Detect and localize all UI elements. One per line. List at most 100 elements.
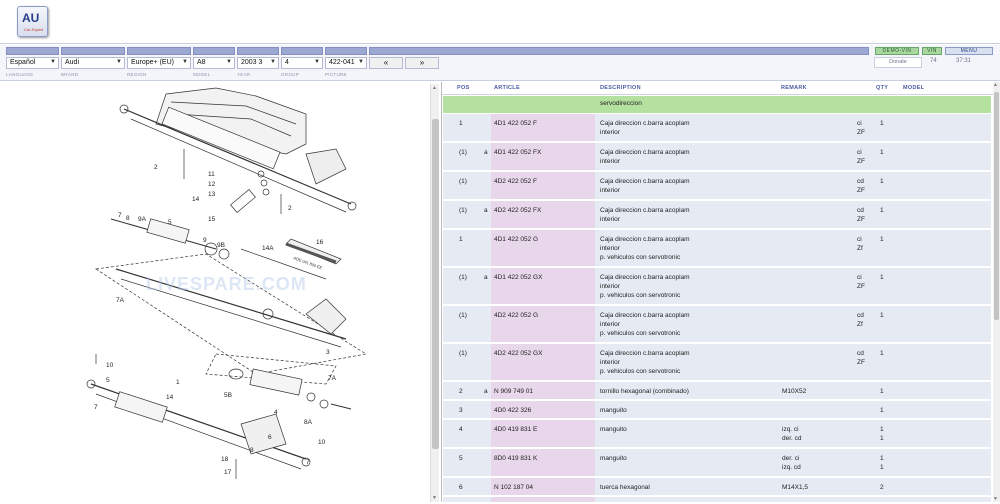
watermark: LIVESPARE.COM	[146, 274, 307, 294]
scroll-down-icon[interactable]: ▼	[993, 496, 998, 502]
diagram-label[interactable]: 16	[316, 239, 324, 246]
demo-vin-button[interactable]: DEMO-VIN	[875, 47, 919, 55]
diagram-label[interactable]: 8	[250, 447, 254, 454]
year-select[interactable]: 2003 3▼	[237, 57, 279, 69]
group-select[interactable]: 4▼	[281, 57, 323, 69]
diagram-label[interactable]: 13	[208, 191, 216, 198]
diagram-label[interactable]: 9A	[138, 216, 147, 223]
diagram-label[interactable]: 10	[106, 362, 114, 369]
diagram-label[interactable]: 8A	[304, 419, 313, 426]
diagram-label[interactable]: 9B	[217, 242, 225, 249]
diagram-label[interactable]: 8	[126, 215, 130, 222]
diagram-label[interactable]: 7A	[328, 375, 337, 382]
diagram-label[interactable]: 2	[154, 164, 158, 171]
article-cell: 4D2 422 052 F	[494, 178, 538, 185]
diagram-label[interactable]: 5	[168, 219, 172, 226]
description-cell: interior	[600, 283, 620, 290]
chevron-down-icon: ▼	[358, 59, 364, 65]
pos-cell: 1	[459, 236, 463, 243]
diagram-label[interactable]: 7	[118, 212, 122, 219]
diagram-label[interactable]: 17	[224, 469, 232, 476]
region-select[interactable]: Europe+ (EU)▼	[127, 57, 191, 69]
description-cell: Caja direccion c.barra acoplam	[600, 350, 690, 357]
description-cell: manguito	[600, 407, 627, 414]
app-logo[interactable]: AU Car Expert	[17, 6, 48, 37]
scrollbar-thumb[interactable]	[432, 119, 439, 449]
donate-button[interactable]: Donate	[874, 57, 922, 68]
prev-picture-button[interactable]: «	[369, 57, 403, 69]
description-cell: Caja direccion c.barra acoplam	[600, 149, 690, 156]
language-select[interactable]: Español▼	[6, 57, 59, 69]
picture-select[interactable]: 422-041▼	[325, 57, 367, 69]
diagram-label[interactable]: 14	[192, 196, 200, 203]
scrollbar-thumb[interactable]	[994, 92, 999, 320]
diagram-label[interactable]: 7	[94, 404, 98, 411]
qty-cell: 1	[880, 388, 884, 395]
filter-header-strip	[61, 47, 125, 55]
diagram-label[interactable]: 11	[208, 171, 215, 178]
qty-cell: 1	[880, 120, 884, 127]
pos-cell: (1)	[459, 274, 467, 281]
diagram-label[interactable]: 14	[166, 394, 174, 401]
diagram-label[interactable]: 14A	[262, 245, 274, 252]
diagram-scrollbar[interactable]: ▲ ▼	[430, 84, 439, 502]
parts-diagram[interactable]: 2 11 12 13 14 15 2 7 8 9A 5 9 9B 14A 16 …	[6, 84, 438, 502]
scroll-up-icon[interactable]: ▲	[993, 82, 998, 88]
scroll-up-icon[interactable]: ▲	[432, 85, 437, 91]
table-scrollbar[interactable]: ▲ ▼	[993, 82, 1000, 502]
article-cell-bg	[491, 306, 595, 342]
pos-cell: (1)	[459, 207, 467, 214]
table-header: POS ARTICLE DESCRIPTION REMARK QTY MODEL	[442, 82, 993, 95]
diagram-label[interactable]: 6	[268, 434, 272, 441]
diagram-label[interactable]: 15	[208, 216, 216, 223]
model-select[interactable]: A8▼	[193, 57, 235, 69]
diagram-label[interactable]: 10	[318, 439, 326, 446]
description-cell: p. vehiculos con servotronic	[600, 330, 681, 337]
diagram-label[interactable]: 1	[176, 379, 180, 386]
menu-button[interactable]: MENU	[945, 47, 993, 55]
mark-cell: a	[484, 388, 488, 395]
diagram-label[interactable]: 3	[326, 349, 330, 356]
table-row[interactable]: 74B0 419 811 Fterminal barra acoplamient…	[443, 497, 991, 502]
diagram-label[interactable]: 5	[106, 377, 110, 384]
logo-text: AU	[22, 11, 40, 25]
description-cell: Caja direccion c.barra acoplam	[600, 274, 690, 281]
diagram-label[interactable]: 18	[221, 456, 229, 463]
diagram-label[interactable]: 12	[208, 181, 216, 188]
scroll-down-icon[interactable]: ▼	[432, 495, 437, 501]
qty-cell: 1	[880, 435, 884, 442]
qty-cell: 1	[880, 274, 884, 281]
vin-button[interactable]: VIN	[922, 47, 942, 55]
code-cell: ZF	[857, 187, 865, 194]
diagram-label[interactable]: 4	[274, 409, 278, 416]
article-cell: N 909 749 01	[494, 388, 534, 395]
diagram-label[interactable]: 2	[288, 205, 292, 212]
col-remark: REMARK	[781, 85, 807, 91]
chevron-down-icon: ▼	[50, 59, 56, 65]
brand-select[interactable]: Audi▼	[61, 57, 125, 69]
diagram-label[interactable]: 7A	[116, 297, 125, 304]
next-picture-button[interactable]: »	[405, 57, 439, 69]
diagram-label[interactable]: 7	[306, 459, 310, 466]
diagram-label[interactable]: 5B	[224, 392, 232, 399]
article-cell: 4D1 422 052 F	[494, 120, 538, 127]
code-cell: ZF	[857, 216, 865, 223]
mark-cell: a	[484, 274, 488, 281]
diagram-label[interactable]: 9	[203, 237, 207, 244]
article-cell-bg	[491, 344, 595, 380]
tube-label: AOE 041 800 EE	[293, 255, 324, 270]
description-cell: Caja direccion c.barra acoplam	[600, 312, 690, 319]
